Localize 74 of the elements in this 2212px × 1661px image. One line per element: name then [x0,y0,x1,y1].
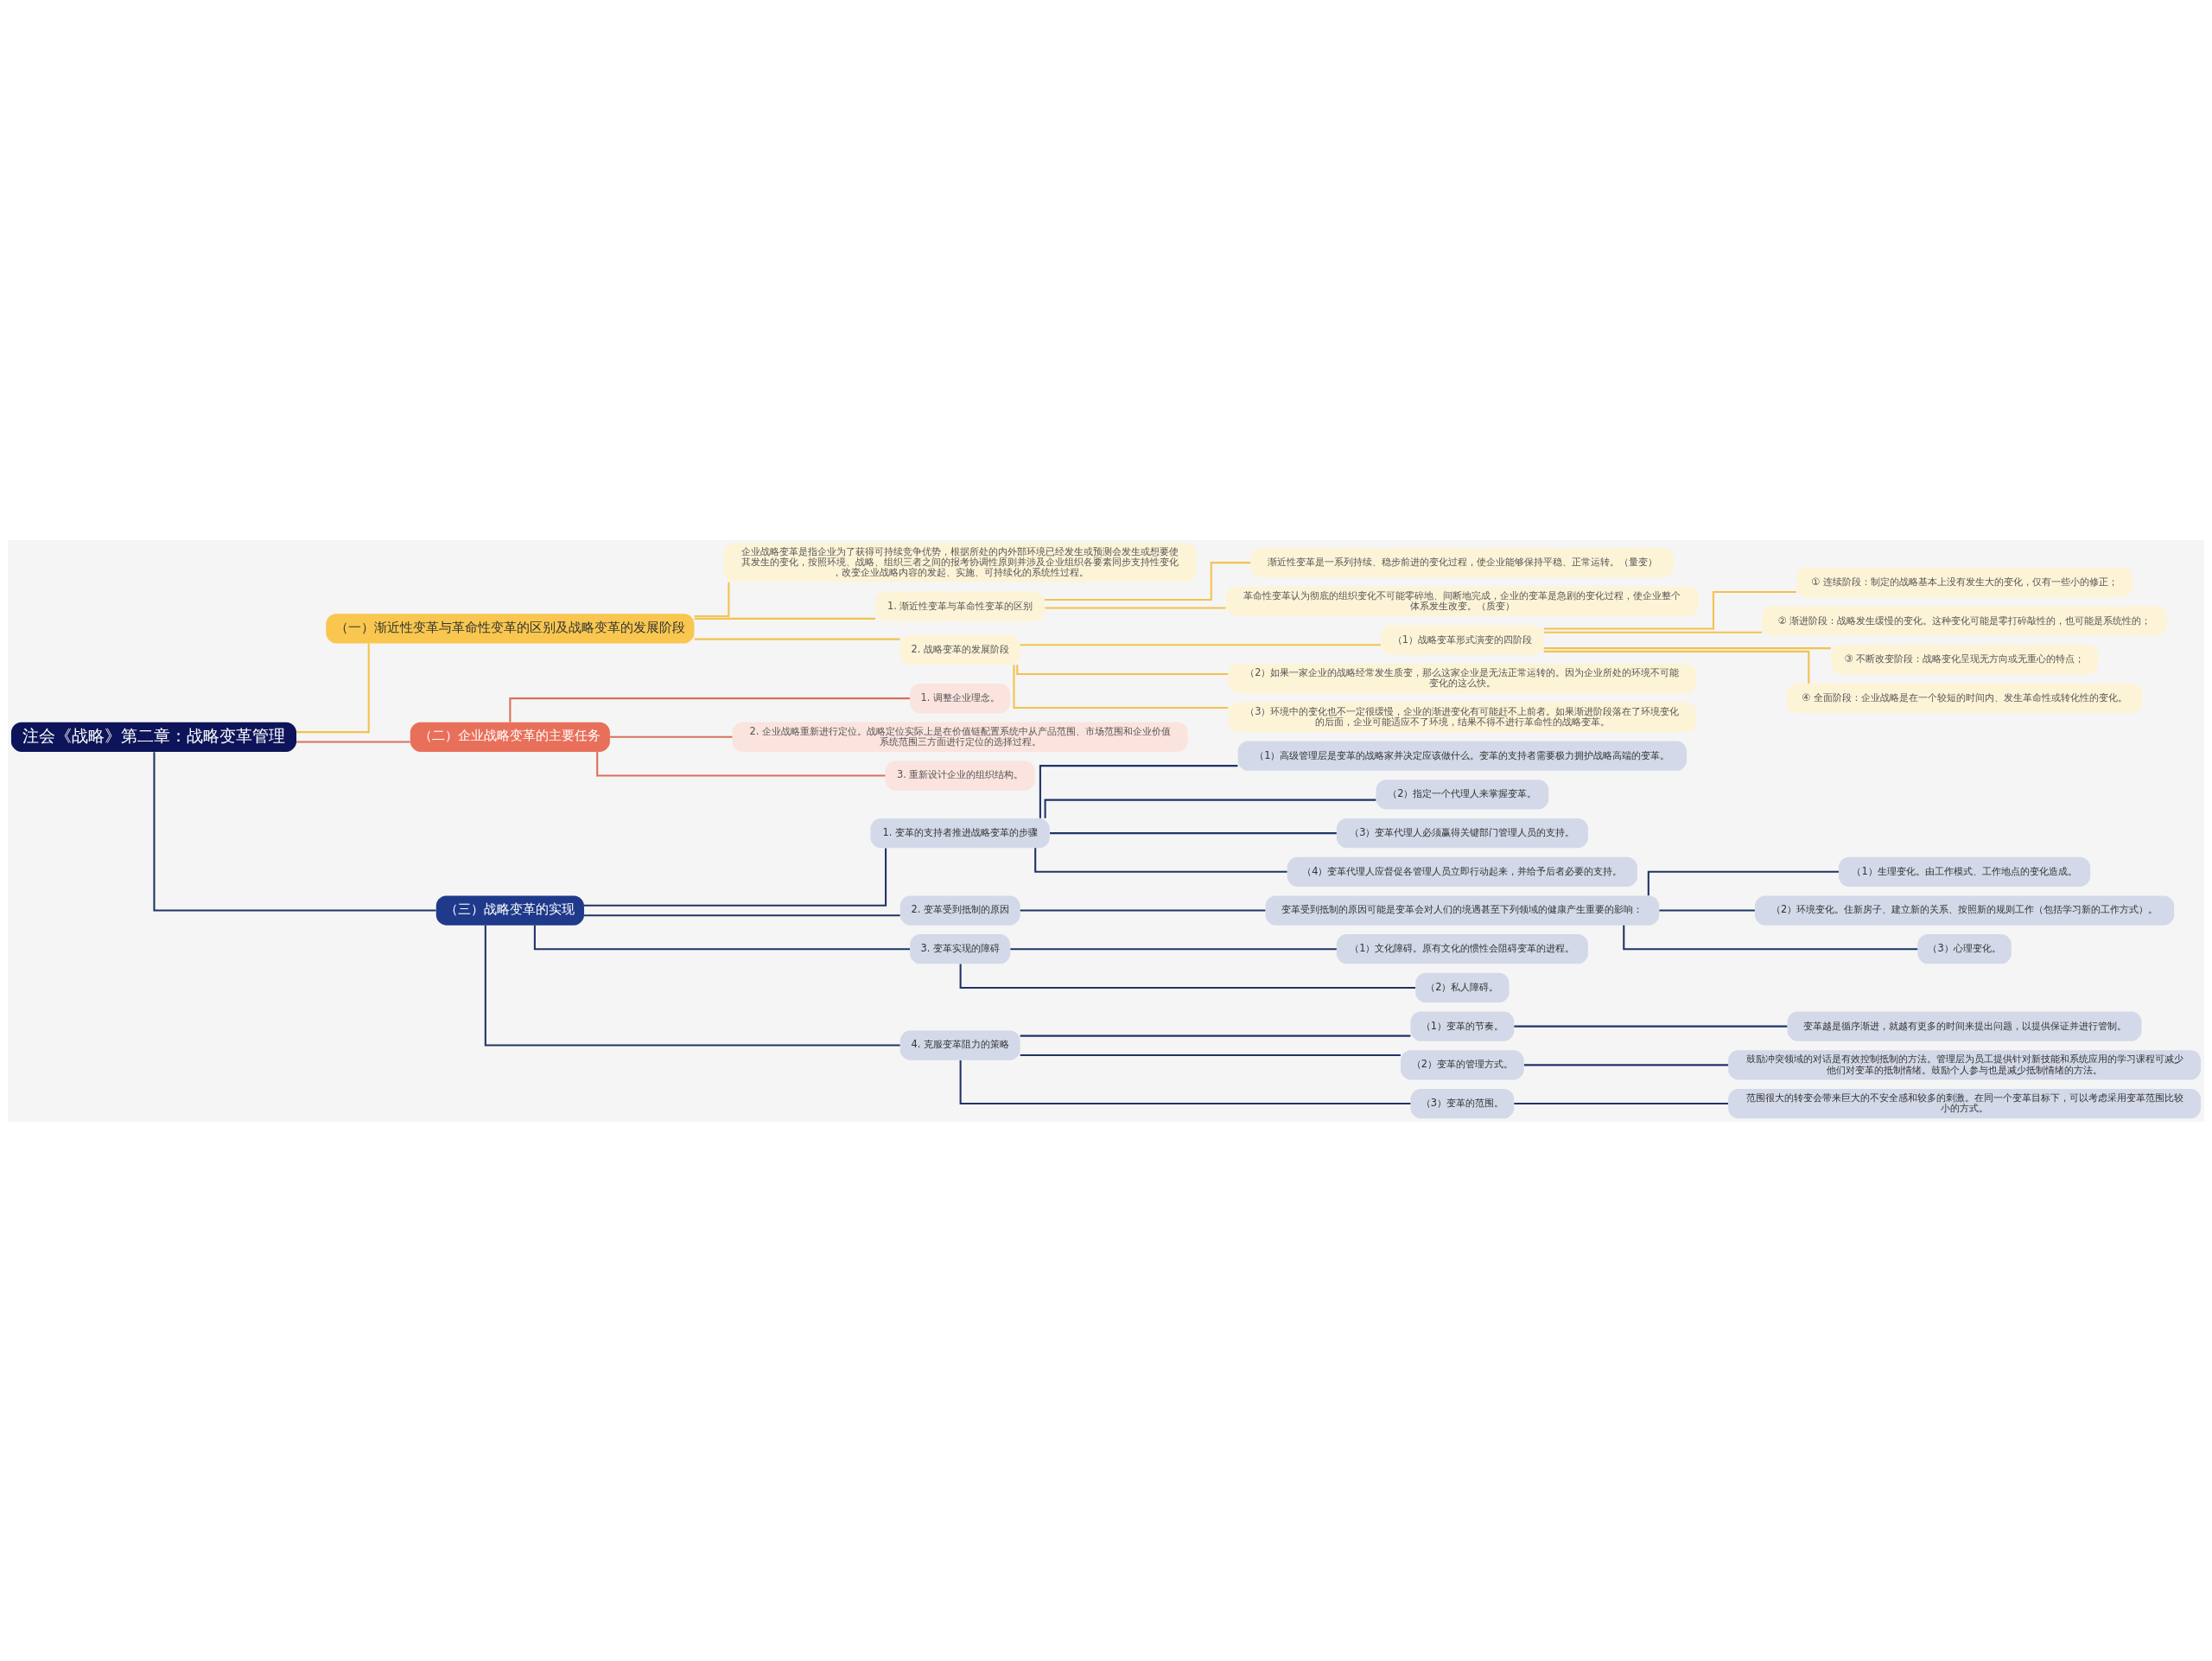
connector [1045,561,1251,601]
connector [1514,1102,1728,1104]
node-box: 3. 重新设计企业的组织结构。 [885,760,1035,791]
node-box: 渐近性变革是一系列持续、稳步前进的变化过程，使企业能够保持平稳、正常运转。（量变） [1250,547,1675,577]
node-box: （2）如果一家企业的战略经常发生质变，那么这家企业是无法正常运转的。因为企业所处的环境不可能变化的这么快。 [1228,663,1697,693]
connector [596,751,886,777]
connector [584,847,887,907]
connector [959,1060,1411,1104]
connector [1543,646,1831,649]
connector [1623,925,1918,950]
node-box: 2. 企业战略重新进行定位。战略定位实际上是在价值链配置系统中从产品范围、市场范围和企业价值系统范围三方面进行定位的选择过程。 [732,722,1188,752]
node-box: （二）企业战略变革的主要任务 [410,722,610,752]
connector [1034,847,1287,873]
node-box: 企业战略变革是指企业为了获得可持续竞争优势，根据所处的内外部环境已经发生或预测会发生或想要使其发生的变化，按照环境、战略、组织三者之间的报考协调性原则并涉及企业组织各要素同步支持性变化，改变企业战略内容的发起、实施、可持续化的系统性过程。 [723,543,1197,582]
node-box: （三）战略变革的实现 [435,894,584,926]
node-box: （2）私人障碍。 [1415,972,1510,1002]
node-box: 革命性变革认为彻底的组织变化不可能零碎地、间断地完成，企业的变革是急剧的变化过程，使企业整个体系发生改变。（质变） [1225,586,1699,616]
connector [1013,664,1229,709]
node-box: （2）环境变化。住新房子、建立新的关系、按照新的规则工作（包括学习新的工作方式）。 [1755,894,2175,926]
connector [1010,947,1337,950]
connector [1016,664,1229,675]
connector [153,751,436,912]
node-box: （1）高级管理层是变革的战略家并决定应该做什么。变革的支持者需要极力拥护战略高端的变革。 [1237,741,1688,771]
connector [1050,831,1337,834]
node-box: 变革越是循序渐进，就越有更多的时间来提出问题，以提供保证并进行管制。 [1787,1011,2142,1041]
connector [1543,590,1796,630]
node-box: （1）战略变革形式演变的四阶段 [1381,624,1544,655]
connector [484,925,900,1047]
connector [1045,606,1226,609]
node-box: （4）变革代理人应督促各管理人员立即行动起来，并给予后者必要的支持。 [1287,856,1637,887]
connector [694,617,876,620]
node-box: 变革受到抵制的原因可能是变革会对人们的境遇甚至下列领域的健康产生重要的影响： [1265,894,1660,926]
node-box: （2）变革的管理方式。 [1401,1049,1524,1079]
node-box: （1）变革的节奏。 [1410,1011,1515,1041]
node-box: ① 连续阶段：制定的战略基本上没有发生大的变化，仅有一些小的修正； [1796,567,2133,597]
node-box: 4. 克服变革阻力的策略 [899,1029,1020,1060]
node-box: 1. 渐近性变革与革命性变革的区别 [875,590,1046,621]
node-box: ③ 不断改变阶段：战略变化呈现无方向或无重心的特点； [1831,644,2099,675]
node-box: （1）文化障碍。原有文化的惯性会阻碍变革的进程。 [1336,933,1588,964]
connector [1659,909,1755,912]
node-box: （1）生理变化。由工作模式、工作地点的变化造成。 [1839,856,2091,887]
node-box: （3）变革代理人必须赢得关键部门管理人员的支持。 [1336,818,1588,848]
connector [584,913,900,916]
node-box: 2. 变革受到抵制的原因 [899,894,1020,926]
connector [1543,631,1762,633]
connector [296,642,370,733]
connector [1020,643,1381,646]
node-box: 2. 战略变革的发展阶段 [899,634,1020,665]
node-box: ④ 全面阶段：企业战略是在一个较短的时间内、发生革命性或转化性的变化。 [1786,683,2143,713]
connector [694,638,900,640]
node-box: ② 渐进阶段：战略发生缓慢的变化。这种变化可能是零打碎敲性的，也可能是系统性的； [1762,606,2168,636]
connector [609,735,733,738]
connector [1514,1025,1788,1028]
node-box: （一）渐近性变革与革命性变革的区别及战略变革的发展阶段 [326,613,695,643]
node-box: （3）心理变化。 [1917,933,2012,964]
connector [1020,909,1266,912]
node-box: 范围很大的转变会带来巨大的不安全感和较多的刺激。在同一个变革目标下，可以考虑采用变革范围比较小的方式。 [1728,1088,2202,1118]
connector [1523,1063,1729,1066]
node-box: 注会《战略》第二章：战略变革管理 [10,722,297,752]
connector [1020,1034,1411,1037]
connector [1543,650,1810,684]
node-box: （3）变革的范围。 [1410,1088,1515,1118]
connector [1647,870,1839,895]
node-box: 3. 变革实现的障碍 [910,933,1011,964]
node-box: 1. 变革的支持者推进战略变革的步骤 [870,818,1050,848]
connector [694,582,730,617]
connector [1039,764,1238,818]
node-box: 1. 调整企业理念。 [910,683,1011,713]
connector [1044,799,1376,818]
connector [1020,1053,1401,1056]
node-box: （2）指定一个代理人来掌握变革。 [1376,779,1549,810]
node-box: 鼓励冲突领域的对话是有效控制抵制的方法。管理层为员工提供针对新技能和系统应用的学习课程可减少他们对变革的抵制情绪。鼓励个人参与也是减少抵制情绪的方法。 [1728,1049,2202,1079]
connector [296,741,410,743]
node-box: （3）环境中的变化也不一定很缓慢，企业的渐进变化有可能赶不上前者。如果渐进阶段落在了环境变化的后面，企业可能适应不了环境，结果不得不进行革命性的战略变革。 [1228,702,1697,732]
